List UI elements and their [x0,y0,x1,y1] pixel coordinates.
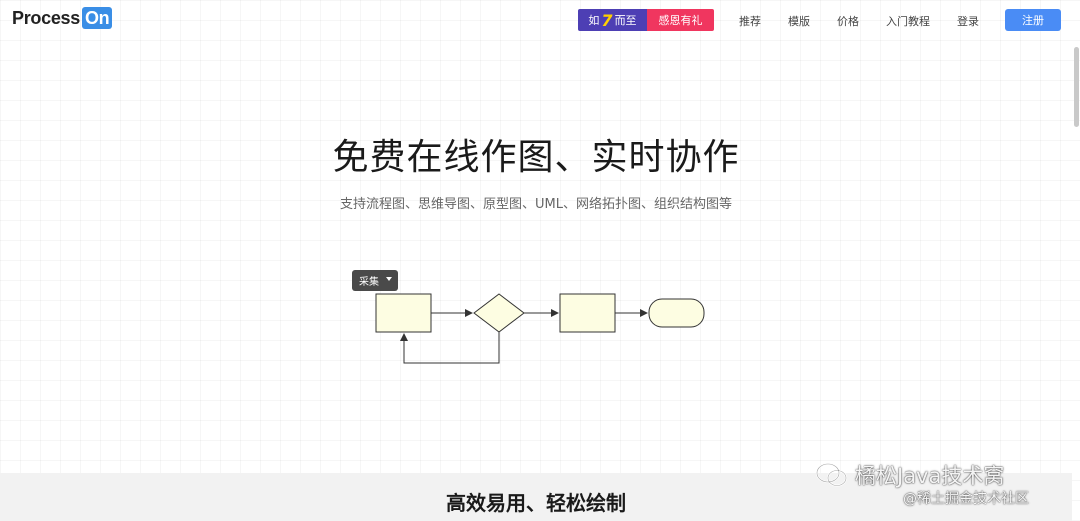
top-navigation-bar: Process On 如 7 而至 感恩有礼 推荐 模版 价格 入门教程 登录 … [0,0,1080,40]
collect-dropdown-chip[interactable]: 采集 [352,270,398,291]
promo-suffix: 而至 [614,14,637,27]
promo-right: 感恩有礼 [647,9,714,31]
chip-label: 采集 [359,277,379,288]
flowchart-process-box-2[interactable] [559,293,616,333]
features-title: 高效易用、轻松绘制 [446,491,626,515]
promo-prefix: 如 [588,14,600,27]
flowchart-decision-diamond[interactable] [473,293,525,333]
processon-logo[interactable]: Process On [12,7,113,29]
features-section [0,473,1072,521]
promo-left: 如 7 而至 [578,9,647,31]
flowchart-loop-connector [400,332,500,364]
hero-subtitle: 支持流程图、思维导图、原型图、UML、网络拓扑图、组织结构图等 [340,197,732,212]
promo-number: 7 [601,10,613,30]
hero-title: 免费在线作图、实时协作 [332,137,740,178]
logo-badge: On [81,7,113,29]
nav-templates[interactable]: 模版 [788,15,810,28]
flowchart-demo [375,293,705,364]
register-button[interactable]: 注册 [1005,9,1061,31]
nav-login[interactable]: 登录 [957,15,979,28]
nav-pricing[interactable]: 价格 [837,15,859,28]
nav-recommend[interactable]: 推荐 [739,15,761,28]
scrollbar-thumb[interactable] [1074,47,1079,127]
promo-banner[interactable]: 如 7 而至 感恩有礼 [578,9,714,31]
flowchart-process-box-1[interactable] [375,293,432,333]
chevron-down-icon [386,277,392,281]
nav-tutorial[interactable]: 入门教程 [886,15,930,28]
flowchart-terminator[interactable] [648,298,705,328]
logo-text: Process [12,7,80,28]
